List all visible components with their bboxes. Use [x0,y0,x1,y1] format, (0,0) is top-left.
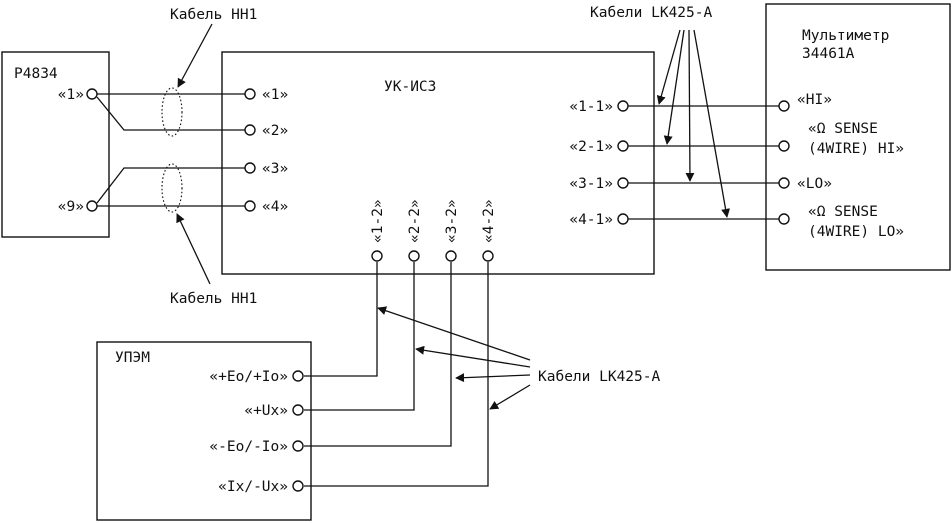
terminal-mm-hi [778,100,790,112]
terminal-uk-1 [244,88,256,100]
terminal-p4834-9 [86,200,98,212]
terminal-uk-3-2 [445,250,457,262]
terminal-uk-2 [244,124,256,136]
uk-right-terminal-label-2-1: «2-1» [569,139,613,155]
terminal-p4834-1 [86,88,98,100]
upem-terminal-label-1: «+Eo/+Io» [209,369,288,385]
terminal-upem-1 [292,370,304,382]
uk-right-terminal-label-3-1: «3-1» [569,176,613,192]
mm-terminal-label-lo: «LO» [797,176,832,192]
uk-left-terminal-label-1: «1» [262,87,288,103]
terminal-upem-4 [292,480,304,492]
upem-terminal-label-4: «Ix/-Ux» [218,479,288,495]
p4834-title: Р4834 [14,66,58,82]
terminal-uk-2-1 [617,140,629,152]
multimeter-title-line1: Мультиметр [802,28,889,44]
terminal-uk-2-2 [408,250,420,262]
hh1-bottom-shield [161,163,183,213]
mm-terminal-label-sense-lo-1: «Ω SENSE [808,204,878,220]
uk-right-terminal-label-4-1: «4-1» [569,212,613,228]
multimeter-box [765,3,951,271]
mm-terminal-label-hi: «HI» [797,92,832,108]
uk-right-terminal-label-1-1: «1-1» [569,99,613,115]
upem-terminal-label-2: «+Ux» [244,403,288,419]
terminal-uk-4 [244,200,256,212]
ukis3-box [221,51,655,275]
terminals [86,88,790,492]
uk-left-terminal-label-4: «4» [262,199,288,215]
terminal-mm-sense-hi [778,140,790,152]
uk-bottom-terminal-label-1-2: «1-2» [370,199,386,243]
uk-bottom-terminal-label-3-2: «3-2» [444,199,460,243]
cable-lk-bottom-label: Кабели LK425-A [538,369,660,385]
terminal-uk-3-1 [617,177,629,189]
hh1-wires [92,93,250,207]
terminal-uk-1-1 [617,100,629,112]
uk-bottom-terminal-label-2-2: «2-2» [407,199,423,243]
lk-bottom-arrows [377,306,531,410]
ukis3-title: УК-ИС3 [384,79,436,95]
cable-hh1-top-label: Кабель НН1 [170,7,257,23]
cable-lk-top-label: Кабели LK425-A [590,5,712,21]
mm-terminal-label-sense-hi-1: «Ω SENSE [808,121,878,137]
terminal-uk-4-1 [617,213,629,225]
uk-bottom-terminal-label-4-2: «4-2» [481,199,497,243]
hh1-top-shield [161,87,183,137]
terminal-uk-3 [244,162,256,174]
mm-terminal-label-sense-hi-2: (4WIRE) HI» [808,141,904,157]
terminal-uk-4-2 [482,250,494,262]
terminal-mm-lo [778,177,790,189]
lk-top-arrows [656,29,731,218]
lk-bottom-wires [304,262,489,487]
uk-left-terminal-label-2: «2» [262,123,288,139]
upem-terminal-label-3: «-Eo/-Io» [209,439,288,455]
upem-title: УПЭМ [115,350,150,366]
mm-terminal-label-sense-lo-2: (4WIRE) LO» [808,224,904,240]
hh1-bottom-leader [176,213,211,285]
upem-box [96,341,312,521]
p4834-box [1,51,110,238]
terminal-mm-sense-lo [778,213,790,225]
uk-left-terminal-label-3: «3» [262,161,288,177]
lk-right-wires [628,105,780,220]
terminal-upem-2 [292,404,304,416]
multimeter-title-line2: 34461A [802,46,855,62]
p4834-terminal-label-1: «1» [58,87,84,103]
cable-hh1-bottom-label: Кабель НН1 [170,291,257,307]
terminal-upem-3 [292,440,304,452]
p4834-terminal-label-9: «9» [58,199,84,215]
terminal-uk-1-2 [371,250,383,262]
hh1-top-leader [177,23,213,88]
